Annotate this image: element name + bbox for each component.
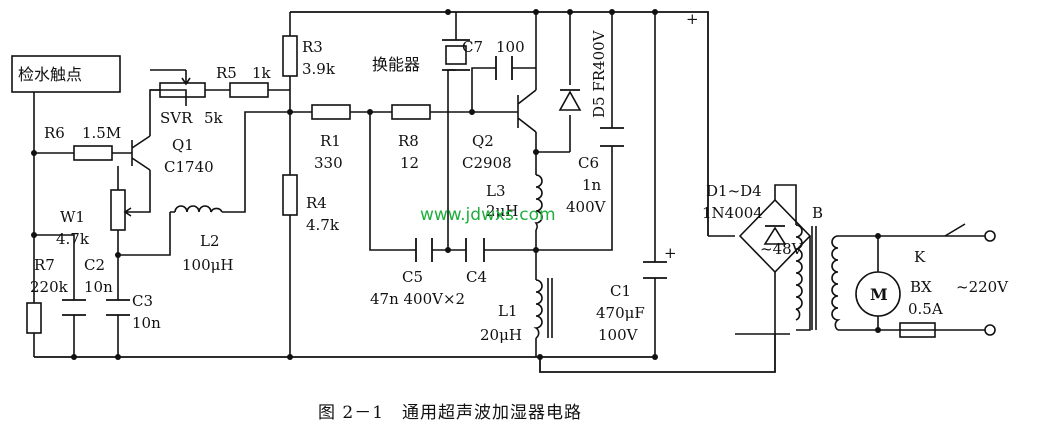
fuse-value: 0.5A [908, 300, 943, 318]
wiring [33, 11, 985, 373]
top-plus-sign: + [686, 10, 699, 28]
mains-terminal-top [984, 230, 996, 242]
c6-value: 1n [582, 176, 602, 194]
capacitor-c2 [62, 299, 86, 316]
diode-d5 [558, 89, 582, 111]
inductors [174, 174, 553, 339]
c2-value: 10n [84, 278, 113, 296]
l1-name: L1 [498, 302, 518, 320]
r3-value: 3.9k [302, 60, 336, 78]
svr-name: SVR [160, 109, 193, 127]
junctions [31, 9, 881, 360]
c1-value: 470μF [596, 304, 645, 322]
c1-rating: 100V [598, 326, 639, 344]
watermark: www.jdwxs.com [420, 205, 556, 225]
motor-label: M [870, 285, 888, 304]
l3-name: L3 [486, 182, 506, 200]
inductor-l3 [534, 174, 543, 231]
c7-value: 100 [496, 38, 525, 56]
ac-low-label: ~48V [760, 240, 804, 258]
c6-name: C6 [578, 154, 599, 172]
l2-value: 100μH [182, 256, 233, 274]
q1-name: Q1 [172, 136, 194, 154]
transducer-symbol [442, 39, 470, 71]
c6-rating: 400V [566, 198, 607, 216]
l1-core [547, 278, 553, 338]
r8-name: R8 [398, 132, 419, 150]
resistor-r1 [311, 104, 351, 120]
inductor-l1 [533, 279, 543, 339]
r4-name: R4 [306, 194, 327, 212]
transformer-b [795, 224, 841, 331]
r8-value: 12 [400, 154, 419, 172]
q2-name: Q2 [472, 132, 494, 150]
capacitor-c3 [106, 299, 130, 316]
r6-name: R6 [44, 124, 65, 142]
transducer-label: 换能器 [372, 55, 420, 74]
w1-value: 4.7k [56, 230, 90, 248]
resistor-r8 [391, 104, 431, 120]
svr-value: 5k [204, 109, 224, 127]
c7-name: C7 [462, 38, 483, 56]
resistor-r3 [282, 35, 298, 77]
labels: 检水触点 R6 1.5M SVR 5k R5 1k Q1 C1740 W1 4.… [18, 29, 1009, 423]
q2-value: C2908 [462, 154, 512, 172]
capacitor-c4 [465, 238, 485, 262]
r6-value: 1.5M [82, 124, 121, 142]
capacitor-c5 [415, 238, 433, 262]
c1-plus-sign: + [664, 244, 677, 262]
capacitors: + + [62, 10, 699, 316]
figure-caption: 图 2－1 通用超声波加湿器电路 [318, 403, 582, 423]
bridge-name: D1~D4 [706, 182, 762, 200]
resistor-r7 [26, 302, 42, 334]
resistors [26, 35, 431, 334]
l1-value: 20μH [480, 326, 522, 344]
capacitor-c6 [600, 127, 624, 147]
c2-name: C2 [84, 256, 105, 274]
c3-value: 10n [132, 314, 161, 332]
mains-terminal-bottom [984, 324, 996, 336]
motor-symbol [855, 271, 901, 317]
bridge-value: 1N4004 [702, 204, 763, 222]
r7-value: 220k [30, 278, 69, 296]
potentiometer-w1 [110, 189, 126, 231]
capacitor-c7 [495, 56, 513, 80]
resistor-r6 [73, 145, 113, 161]
r5-name: R5 [216, 64, 237, 82]
q1-value: C1740 [164, 158, 214, 176]
c5-name: C5 [402, 268, 423, 286]
resistor-svr [159, 82, 206, 98]
inductor-l2 [174, 205, 223, 213]
fuse-name: BX [910, 278, 932, 296]
r4-value: 4.7k [306, 216, 340, 234]
switch-label: K [914, 248, 926, 266]
c5-value: 47n 400V×2 [370, 290, 465, 308]
l3-value: 2μH [486, 202, 518, 220]
c3-name: C3 [132, 292, 153, 310]
r3-name: R3 [302, 38, 323, 56]
r1-name: R1 [320, 132, 341, 150]
capacitor-c1 [643, 261, 667, 279]
resistor-r4 [282, 174, 298, 216]
w1-wiper-arrow [123, 207, 132, 217]
mains-label: ~220V [956, 278, 1009, 296]
detector-label: 检水触点 [18, 65, 82, 84]
r5-value: 1k [252, 64, 272, 82]
resistor-r5 [229, 82, 269, 98]
d5-label: D5 FR400V [590, 29, 608, 118]
r7-name: R7 [34, 256, 55, 274]
detector-box [11, 55, 121, 93]
c1-name: C1 [610, 282, 631, 300]
w1-name: W1 [60, 208, 85, 226]
r1-value: 330 [314, 154, 343, 172]
svr-wiper-arrow [181, 70, 191, 86]
l2-name: L2 [200, 232, 220, 250]
c4-name: C4 [466, 268, 487, 286]
bridge-rectifier-symbol [763, 225, 787, 245]
transformer-label: B [812, 204, 823, 222]
